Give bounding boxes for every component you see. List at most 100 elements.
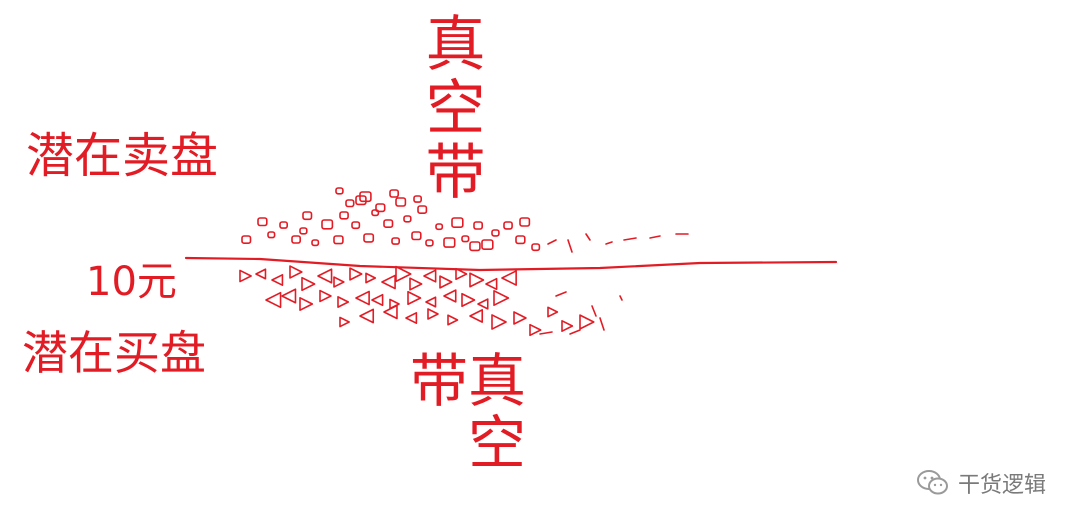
- sell-order-mark: [321, 219, 334, 230]
- sell-order-mark: [395, 197, 407, 207]
- sell-order-mark: [461, 235, 470, 243]
- buy-order-mark: [319, 289, 332, 303]
- sell-order-mark: [425, 239, 434, 247]
- buy-order-mark: [513, 311, 527, 325]
- sell-order-mark: [435, 223, 444, 231]
- buy-order-mark: [407, 290, 422, 306]
- dash-mark: [619, 295, 623, 301]
- dash-mark: [623, 237, 637, 241]
- buy-order-mark: [469, 272, 485, 288]
- buy-order-mark: [381, 274, 396, 290]
- sell-order-mark: [339, 211, 349, 220]
- vacuum-zone-bottom-label: 真空带: [400, 350, 526, 474]
- buy-order-mark: [529, 323, 542, 337]
- buy-order-mark: [365, 272, 377, 284]
- buy-order-cluster: [239, 265, 595, 337]
- buy-order-mark: [301, 276, 316, 292]
- dash-mark: [599, 317, 605, 331]
- dash-mark: [567, 239, 573, 253]
- sell-order-mark: [519, 217, 531, 227]
- sell-order-mark: [451, 217, 464, 228]
- buy-order-mark: [493, 290, 510, 306]
- buy-order-mark: [447, 314, 459, 326]
- sell-order-mark: [345, 199, 355, 208]
- price-label: 10元: [86, 259, 177, 305]
- buy-order-mark: [405, 312, 418, 324]
- dash-mark: [569, 329, 581, 335]
- buy-order-mark: [425, 296, 437, 308]
- sell-order-mark: [473, 221, 483, 230]
- buy-order-mark: [427, 308, 439, 320]
- sell-order-mark: [333, 235, 344, 245]
- buy-order-mark: [339, 316, 350, 328]
- buy-order-mark: [561, 320, 574, 332]
- watermark: 干货逻辑: [916, 467, 1046, 499]
- sell-order-mark: [355, 195, 367, 206]
- wechat-icon: [916, 470, 948, 495]
- sell-order-mark: [302, 211, 313, 221]
- sell-order-mark: [375, 203, 386, 213]
- buy-order-mark: [485, 277, 498, 291]
- sell-order-mark: [299, 227, 308, 235]
- buy-order-mark: [333, 276, 345, 288]
- buy-order-mark: [443, 289, 457, 303]
- sell-order-mark: [267, 231, 276, 239]
- buy-order-mark: [469, 309, 484, 323]
- dash-mark: [555, 291, 567, 297]
- buy-order-mark: [265, 291, 282, 309]
- buy-order-mark: [271, 273, 284, 287]
- sell-order-mark: [335, 187, 344, 195]
- buy-order-mark: [371, 293, 384, 307]
- sell-order-mark: [417, 205, 428, 214]
- sell-order-mark: [391, 237, 400, 245]
- sell-order-mark: [413, 195, 422, 203]
- sell-order-mark: [241, 235, 252, 244]
- buy-order-mark: [423, 269, 437, 283]
- sell-order-mark: [389, 189, 399, 198]
- sell-order-mark: [443, 237, 456, 248]
- sell-order-cluster: [241, 187, 541, 252]
- sell-order-mark: [515, 235, 526, 245]
- dash-mark: [649, 235, 661, 239]
- buy-order-mark: [579, 314, 595, 330]
- buy-order-mark: [461, 292, 476, 308]
- buy-order-mark: [491, 314, 507, 330]
- buy-order-mark: [477, 298, 489, 310]
- buy-order-mark: [395, 265, 412, 283]
- buy-order-mark: [337, 296, 350, 308]
- buy-order-mark: [439, 275, 453, 289]
- sell-order-mark: [411, 231, 422, 241]
- dash-mark: [605, 241, 613, 245]
- buy-order-mark: [359, 308, 375, 324]
- sell-order-mark: [531, 243, 541, 252]
- buy-order-mark: [239, 269, 252, 283]
- buy-order-mark: [501, 270, 517, 286]
- sell-order-mark: [491, 229, 500, 237]
- sell-order-mark: [403, 215, 412, 223]
- sell-order-mark: [481, 239, 494, 250]
- sell-order-mark: [503, 221, 513, 230]
- sell-order-mark: [371, 209, 380, 217]
- sell-order-mark: [311, 239, 320, 247]
- sell-order-mark: [257, 217, 268, 227]
- buy-order-mark: [289, 265, 303, 279]
- potential-sell-label: 潜在卖盘: [26, 128, 219, 184]
- buy-order-mark: [409, 277, 423, 291]
- buy-order-mark: [255, 268, 267, 280]
- sell-order-mark: [363, 233, 375, 243]
- potential-buy-label: 潜在买盘: [22, 326, 206, 380]
- price-line: [184, 256, 838, 272]
- sell-order-mark: [469, 241, 481, 252]
- buy-order-mark: [349, 267, 363, 281]
- dash-mark: [585, 233, 591, 241]
- dash-mark: [539, 331, 553, 335]
- buy-order-mark: [455, 267, 468, 281]
- sell-order-mark: [351, 221, 361, 230]
- sparse-dashes: [539, 233, 689, 335]
- buy-order-mark: [383, 304, 398, 320]
- dash-mark: [547, 239, 557, 245]
- sell-order-mark: [359, 191, 372, 203]
- buy-order-mark: [281, 288, 297, 304]
- buy-order-mark: [317, 268, 333, 284]
